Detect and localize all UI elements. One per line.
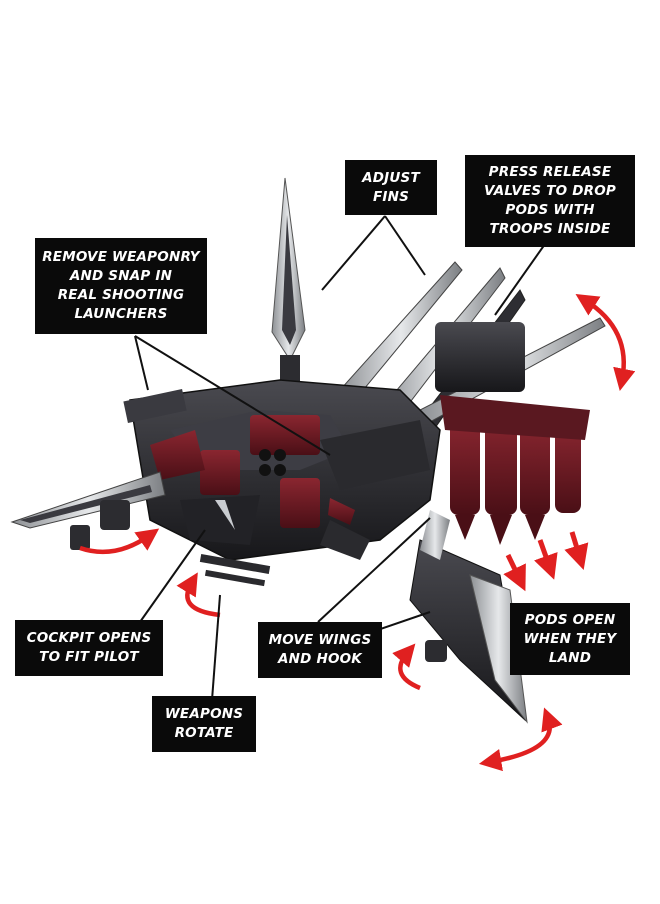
leader-wings-1 [317, 517, 431, 623]
drop-arrow-1 [503, 553, 526, 592]
callout-cockpit: COCKPIT OPENS TO FIT PILOT [15, 620, 163, 676]
leader-fins-1 [321, 215, 386, 291]
callout-text-line: LAND [548, 649, 592, 666]
callout-text-line: AND SNAP IN [69, 268, 173, 284]
rotate-arrow-pods [575, 293, 636, 392]
main-hull [123, 379, 441, 561]
drop-arrow-3 [564, 531, 589, 570]
callout-press-release: PRESS RELEASE VALVES TO DROP PODS WITH TROO… [465, 155, 635, 247]
leader-fins-2 [384, 215, 426, 276]
callout-weapons-rotate: WEAPONS ROTATE [152, 696, 256, 752]
callout-text-line: WHEN THEY [523, 630, 617, 647]
rotate-arrow-weapons [176, 572, 221, 618]
callout-text-line: AND HOOK [278, 651, 362, 667]
callout-text-line: TROOPS INSIDE [489, 221, 611, 237]
leader-lines [134, 215, 546, 701]
leader-cockpit [139, 529, 206, 623]
callout-text-line: VALVES TO DROP [484, 183, 616, 199]
callout-move-wings: MOVE WINGS AND HOOK [258, 622, 382, 678]
rotation-arrows [79, 293, 636, 772]
callout-adjust-fins: ADJUST FINS [345, 160, 437, 215]
left-wing [10, 471, 166, 550]
callout-text-line: ROTATE [174, 725, 234, 741]
callout-text-line: TO FIT PILOT [39, 649, 139, 665]
leader-weaponry-2 [134, 335, 331, 456]
callout-text-line: MOVE WINGS [268, 632, 372, 648]
top-fin-blade [271, 177, 306, 390]
drop-arrow-2 [534, 539, 558, 580]
rotate-arrow-hook [392, 643, 421, 691]
callout-text-line: REAL SHOOTING [57, 287, 185, 303]
rotate-arrow-left [79, 528, 160, 555]
drop-pods [435, 322, 590, 545]
callout-text-line: REMOVE WEAPONRY [42, 249, 200, 265]
leader-weaponry-1 [134, 335, 149, 391]
leader-weapons [211, 594, 221, 701]
callout-text-line: PODS OPEN [524, 611, 616, 628]
callout-remove-weaponry: REMOVE WEAPONRY AND SNAP IN REAL SHOOTING L… [35, 238, 207, 334]
callout-text-line: ADJUST [362, 169, 420, 186]
callout-text-line: WEAPONS [164, 706, 244, 722]
callout-text-line: FINS [372, 188, 410, 205]
drop-arrows [503, 531, 589, 592]
callout-pods-open: PODS OPEN WHEN THEY LAND [510, 603, 630, 675]
lower-weapons [199, 498, 370, 587]
callout-text-line: PRESS RELEASE [488, 164, 612, 180]
callout-text-line: COCKPIT OPENS [26, 630, 152, 646]
callout-text-line: LAUNCHERS [74, 306, 168, 322]
leader-pods [494, 243, 546, 316]
callout-text-line: PODS WITH [505, 202, 595, 218]
rotate-arrow-wing [478, 707, 563, 772]
